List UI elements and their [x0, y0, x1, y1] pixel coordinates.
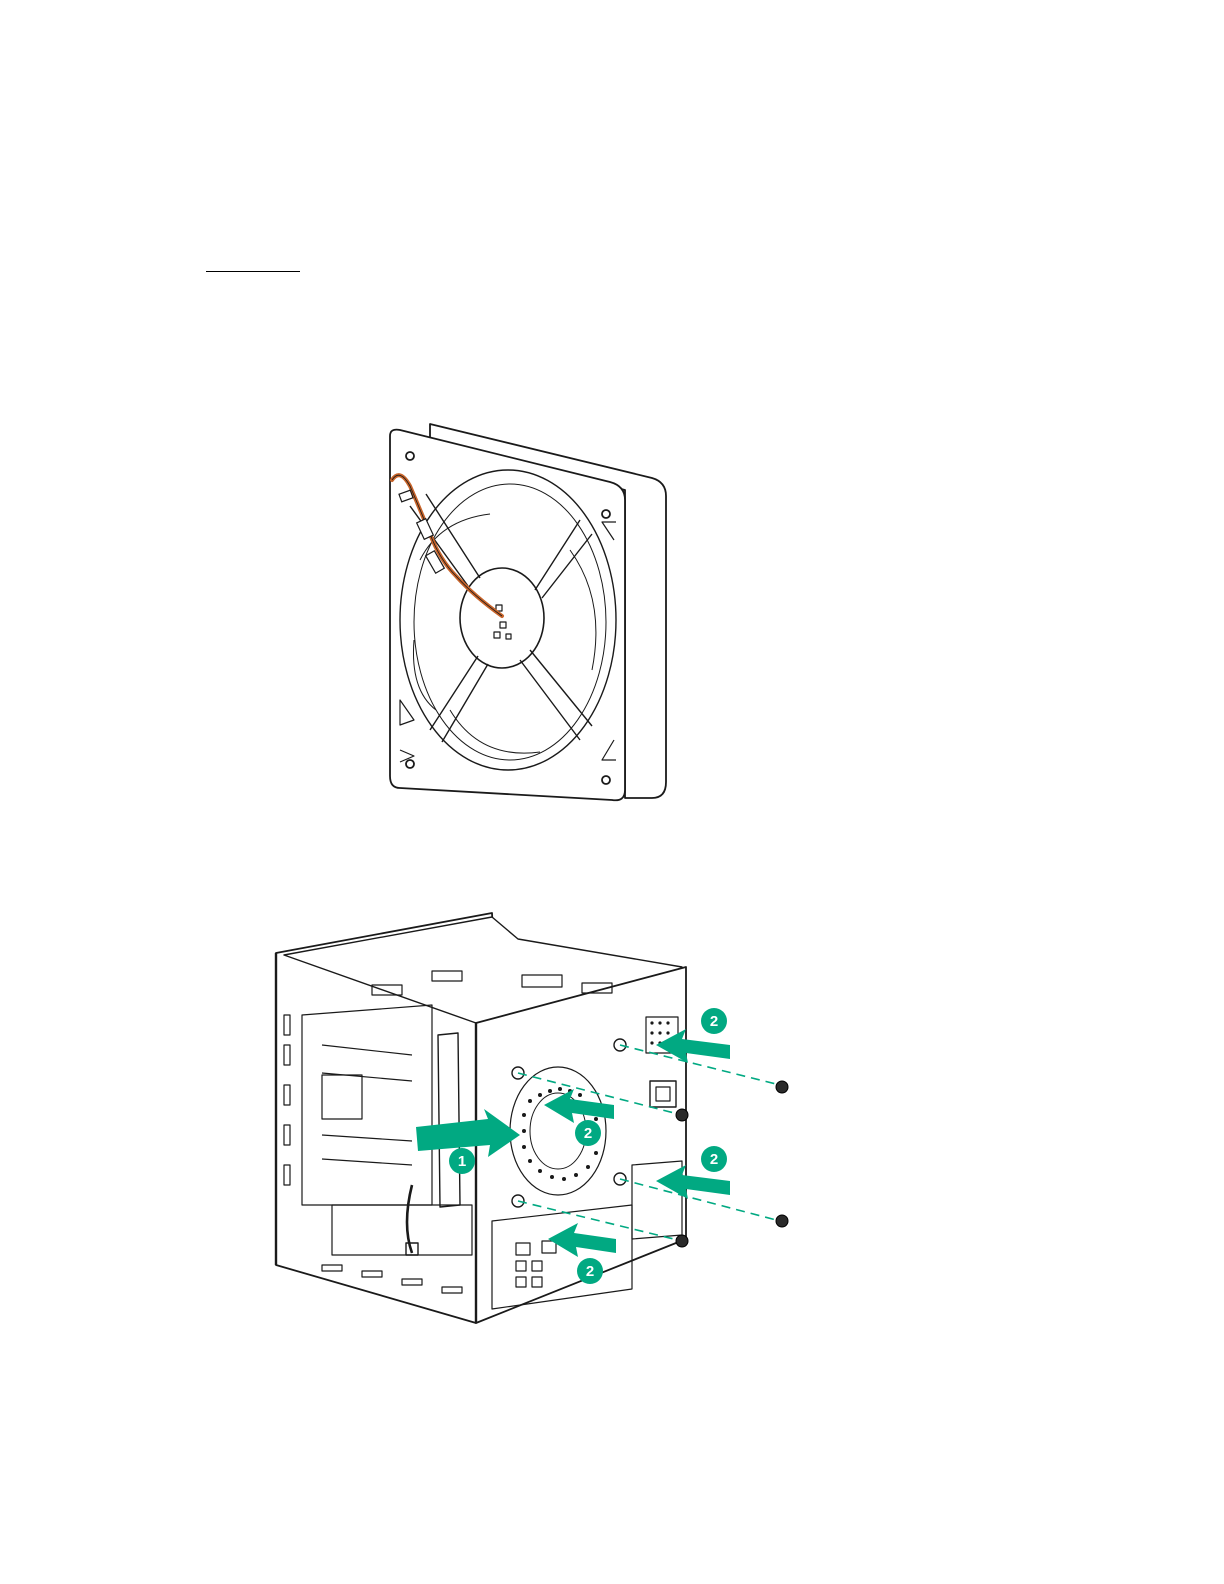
callout-2-top: 2: [701, 1008, 727, 1034]
callout-2-bottom: 2: [577, 1258, 603, 1284]
fan-illustration: [370, 410, 690, 810]
svg-text:2: 2: [584, 1125, 592, 1142]
svg-text:1: 1: [458, 1153, 466, 1170]
svg-text:2: 2: [586, 1263, 594, 1280]
svg-text:2: 2: [710, 1151, 718, 1168]
svg-text:2: 2: [710, 1013, 718, 1030]
callout-1: 1: [449, 1148, 475, 1174]
section-heading-underline: [206, 271, 300, 272]
callout-2-fan: 2: [575, 1120, 601, 1146]
fan-installation-illustration: 1 2 2 2 2: [262, 905, 822, 1325]
callout-2-mid: 2: [701, 1146, 727, 1172]
screw-icon: [676, 1081, 788, 1247]
